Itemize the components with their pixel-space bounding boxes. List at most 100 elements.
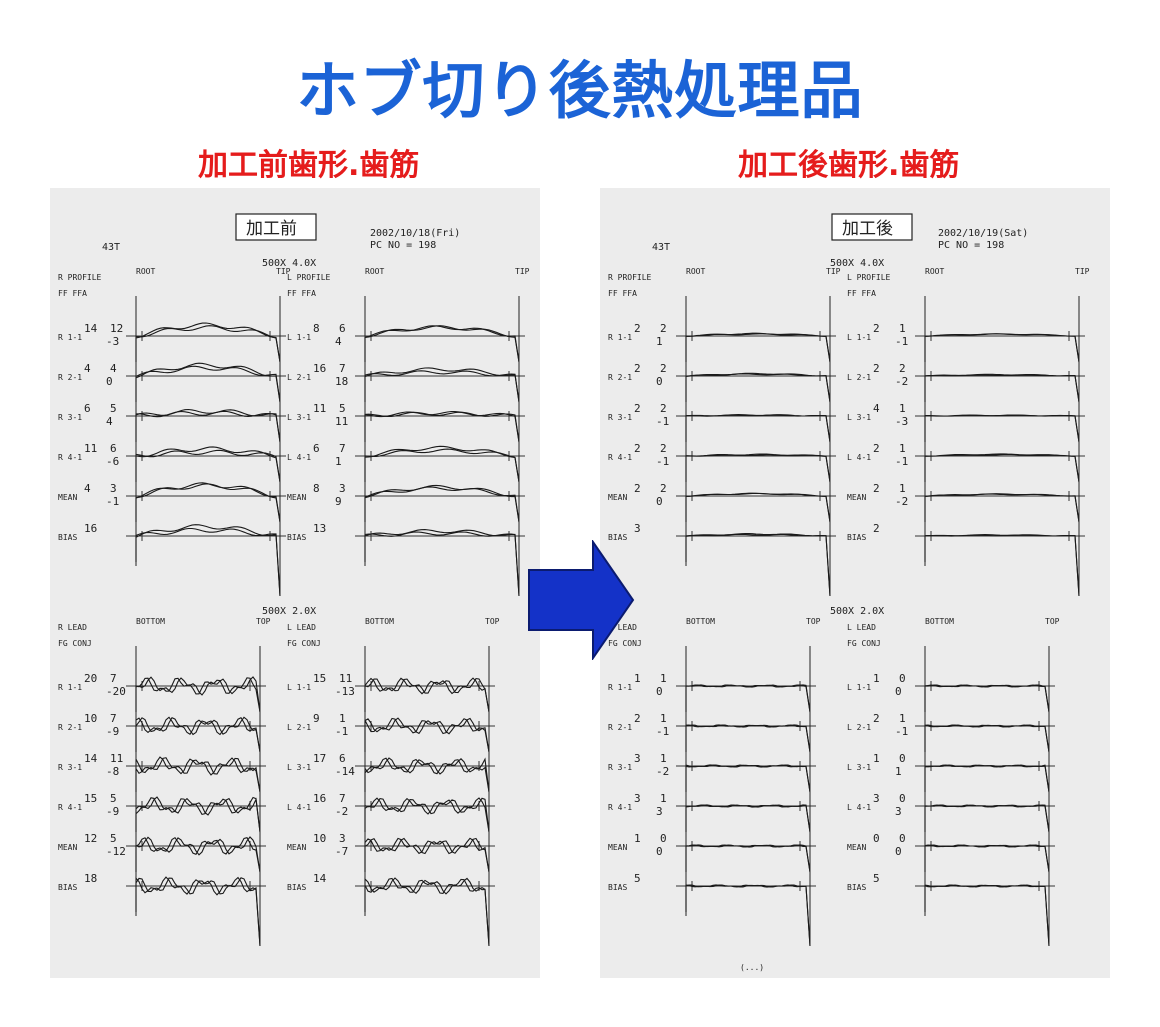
- row-label: L 1-1: [287, 333, 311, 342]
- row-label: L 3-1: [847, 763, 871, 772]
- row-fa-value: 18: [335, 375, 348, 388]
- after-caption: 加工後歯形.歯筋: [738, 148, 960, 183]
- row-ffa-value: 0: [660, 832, 667, 845]
- row-ffa-value: 0: [899, 672, 906, 685]
- measurement-trace: [364, 370, 520, 403]
- measurement-trace: [685, 684, 811, 713]
- row-label: BIAS: [58, 883, 77, 892]
- row-fa-value: 3: [895, 805, 902, 818]
- row-label: L 3-1: [287, 413, 311, 422]
- row-ff-value: 2: [634, 362, 641, 375]
- row-ff-value: 18: [84, 872, 97, 885]
- row-ff-value: 6: [84, 402, 91, 415]
- row-label: R 2-1: [58, 723, 82, 732]
- row-ffa-value: 1: [339, 712, 346, 725]
- row-ffa-value: 11: [339, 672, 352, 685]
- measurement-trace: [924, 374, 1080, 403]
- measurement-trace: [364, 484, 520, 523]
- measurement-trace: [135, 716, 261, 753]
- row-label: MEAN: [608, 493, 627, 502]
- row-ff-value: 9: [313, 712, 320, 725]
- row-fa-value: -14: [335, 765, 355, 778]
- row-label: R 2-1: [58, 373, 82, 382]
- measurement-trace: [364, 411, 520, 443]
- measurement-trace: [364, 797, 490, 833]
- measurement-trace: [135, 677, 261, 713]
- measurement-trace: [135, 410, 281, 443]
- row-label: L 4-1: [847, 453, 871, 462]
- row-ffa-value: 3: [339, 832, 346, 845]
- row-label: L 3-1: [847, 413, 871, 422]
- row-fa-value: -1: [895, 455, 908, 468]
- measurement-trace: [135, 757, 261, 793]
- measurement-trace: [135, 524, 281, 597]
- row-ffa-value: 4: [110, 362, 117, 375]
- measurement-trace: [135, 676, 261, 713]
- row-ff-value: 12: [84, 832, 97, 845]
- measurement-trace: [135, 876, 261, 947]
- row-fa-value: 11: [335, 415, 348, 428]
- measurement-trace: [135, 877, 261, 947]
- row-label: R 1-1: [608, 683, 632, 692]
- row-label: BIAS: [847, 533, 866, 542]
- row-fa-value: 1: [656, 335, 663, 348]
- row-label: R 4-1: [58, 803, 82, 812]
- measurement-trace: [135, 449, 281, 483]
- measurement-trace: [685, 372, 831, 403]
- measurement-trace: [135, 446, 281, 483]
- row-label: R 3-1: [58, 413, 82, 422]
- row-ff-value: 15: [313, 672, 326, 685]
- row-label: MEAN: [847, 843, 866, 852]
- row-ff-value: 17: [313, 752, 326, 765]
- row-ff-value: 20: [84, 672, 97, 685]
- row-label: R 2-1: [608, 723, 632, 732]
- panel-heading: R PROFILE: [58, 273, 102, 282]
- row-ffa-value: 0: [899, 832, 906, 845]
- measurement-trace: [924, 373, 1080, 403]
- measurement-trace: [685, 373, 831, 403]
- panel-subheading: FG CONJ: [608, 639, 642, 648]
- measurement-trace: [685, 453, 831, 483]
- row-ff-value: 5: [873, 872, 880, 885]
- panel-left-label: BOTTOM: [925, 617, 954, 626]
- row-ffa-value: 1: [660, 672, 667, 685]
- row-label: R 2-1: [608, 373, 632, 382]
- panel-subheading: FG CONJ: [58, 639, 92, 648]
- row-ff-value: 15: [84, 792, 97, 805]
- measurement-trace: [685, 764, 811, 793]
- lead-magnification: 500X 2.0X: [830, 606, 884, 617]
- row-fa-value: -13: [335, 685, 355, 698]
- row-ff-value: 3: [873, 792, 880, 805]
- row-ff-value: 2: [873, 712, 880, 725]
- measurement-trace: [924, 684, 1050, 713]
- measurement-trace: [135, 836, 261, 873]
- measurement-trace: [924, 493, 1080, 523]
- row-ffa-value: 5: [339, 402, 346, 415]
- row-fa-value: -12: [106, 845, 126, 858]
- row-label: L 4-1: [847, 803, 871, 812]
- row-ff-value: 5: [634, 872, 641, 885]
- pc-number: PC NO = 198: [938, 240, 1004, 251]
- row-label: BIAS: [608, 883, 627, 892]
- row-label: L 2-1: [287, 723, 311, 732]
- teeth-count: 43T: [652, 242, 670, 253]
- measurement-trace: [924, 724, 1050, 753]
- row-ff-value: 4: [84, 482, 91, 495]
- row-ff-value: 16: [84, 522, 97, 535]
- row-ffa-value: 2: [660, 322, 667, 335]
- panel-right-label: TIP: [826, 267, 841, 276]
- before-caption: 加工前歯形.歯筋: [198, 148, 420, 183]
- row-ffa-value: 1: [899, 442, 906, 455]
- row-fa-value: -8: [106, 765, 119, 778]
- row-ff-value: 3: [634, 752, 641, 765]
- row-ff-value: 6: [313, 442, 320, 455]
- row-fa-value: 3: [656, 805, 663, 818]
- row-fa-value: -1: [895, 335, 908, 348]
- measurement-trace: [135, 365, 281, 403]
- row-fa-value: -1: [656, 415, 669, 428]
- panel-subheading: FF FFA: [847, 289, 876, 298]
- row-fa-value: 0: [656, 495, 663, 508]
- row-label: L 1-1: [287, 683, 311, 692]
